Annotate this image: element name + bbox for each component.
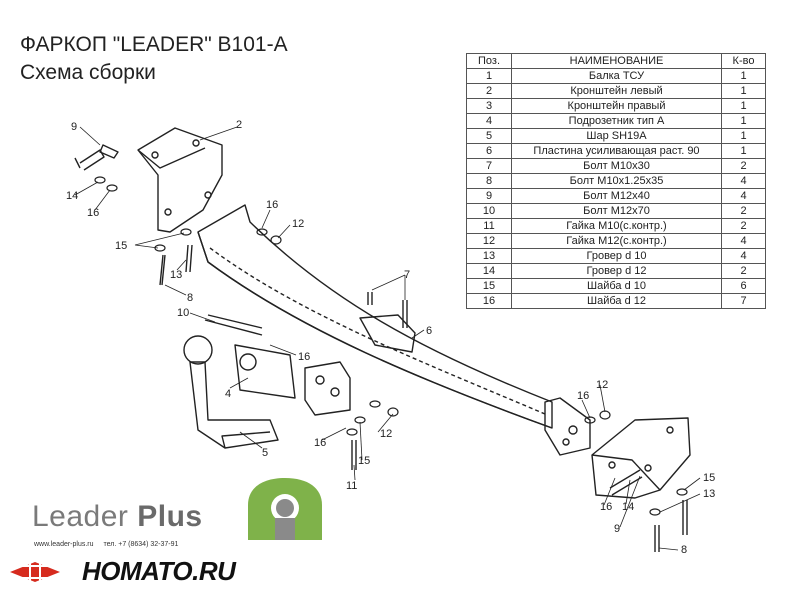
callout: 12 — [292, 218, 304, 230]
cell-name: Шайба d 12 — [511, 293, 722, 309]
cell-name: Кронштейн правый — [511, 98, 722, 114]
cell-qty: 4 — [721, 248, 766, 264]
callout: 10 — [177, 307, 189, 319]
bolts — [74, 144, 688, 552]
callout: 14 — [622, 501, 634, 513]
callout: 6 — [426, 325, 432, 337]
callout: 11 — [346, 480, 357, 492]
homato-logo-icon — [10, 562, 60, 582]
website-link[interactable]: www.leader-plus.ru — [34, 541, 94, 548]
callout: 16 — [298, 351, 310, 363]
callout: 12 — [596, 379, 608, 391]
callout-labels: 9 2 14 16 16 12 15 13 8 7 10 6 16 4 5 16… — [66, 119, 715, 556]
callout: 2 — [236, 119, 242, 131]
cell-pos: 16 — [466, 293, 512, 309]
callout: 5 — [262, 447, 268, 459]
right-bracket — [591, 417, 691, 499]
cell-name: Болт М10х1.25х35 — [511, 173, 722, 189]
contacts: www.leader-plus.ru тел. +7 (8634) 32-37-… — [34, 541, 186, 548]
cell-name: Болт М10х30 — [511, 158, 722, 174]
callout: 16 — [577, 390, 589, 402]
reinforcement-plate — [359, 314, 416, 353]
leader-plus-logo-icon — [248, 478, 322, 540]
callout: 16 — [600, 501, 612, 513]
callout: 12 — [380, 428, 392, 440]
callout: 16 — [266, 199, 278, 211]
page-title: ФАРКОП "LEADER" B101-A — [20, 33, 288, 56]
page-subtitle: Схема сборки — [20, 61, 156, 84]
callout: 16 — [87, 207, 99, 219]
callout: 15 — [115, 240, 127, 252]
callout: 14 — [66, 190, 78, 202]
callout: 15 — [703, 472, 715, 484]
left-bracket — [137, 127, 223, 233]
callout: 15 — [358, 455, 370, 467]
homato-brand: HOMATO.RU — [82, 556, 236, 586]
callout: 16 — [314, 437, 326, 449]
tow-ball — [183, 335, 213, 365]
phone-number: тел. +7 (8634) 32-37-91 — [103, 541, 179, 548]
callout: 7 — [404, 269, 410, 281]
washers — [94, 176, 688, 516]
callout: 13 — [170, 269, 182, 281]
brand-name: Leader Plus — [32, 500, 203, 533]
callout: 9 — [614, 523, 620, 535]
callout: 9 — [71, 121, 77, 133]
callout: 8 — [187, 292, 193, 304]
cell-pos: 12 — [466, 233, 512, 249]
socket-plate — [234, 344, 296, 399]
cell-name: Гайка М10(с.контр.) — [511, 218, 722, 234]
ball-mount — [189, 361, 279, 449]
callout: 8 — [681, 544, 687, 556]
cell-pos: 13 — [466, 248, 512, 264]
cell-name: Шайба d 10 — [511, 278, 722, 294]
callout: 13 — [703, 488, 715, 500]
cell-qty: 7 — [721, 293, 766, 309]
callout: 4 — [225, 388, 231, 400]
